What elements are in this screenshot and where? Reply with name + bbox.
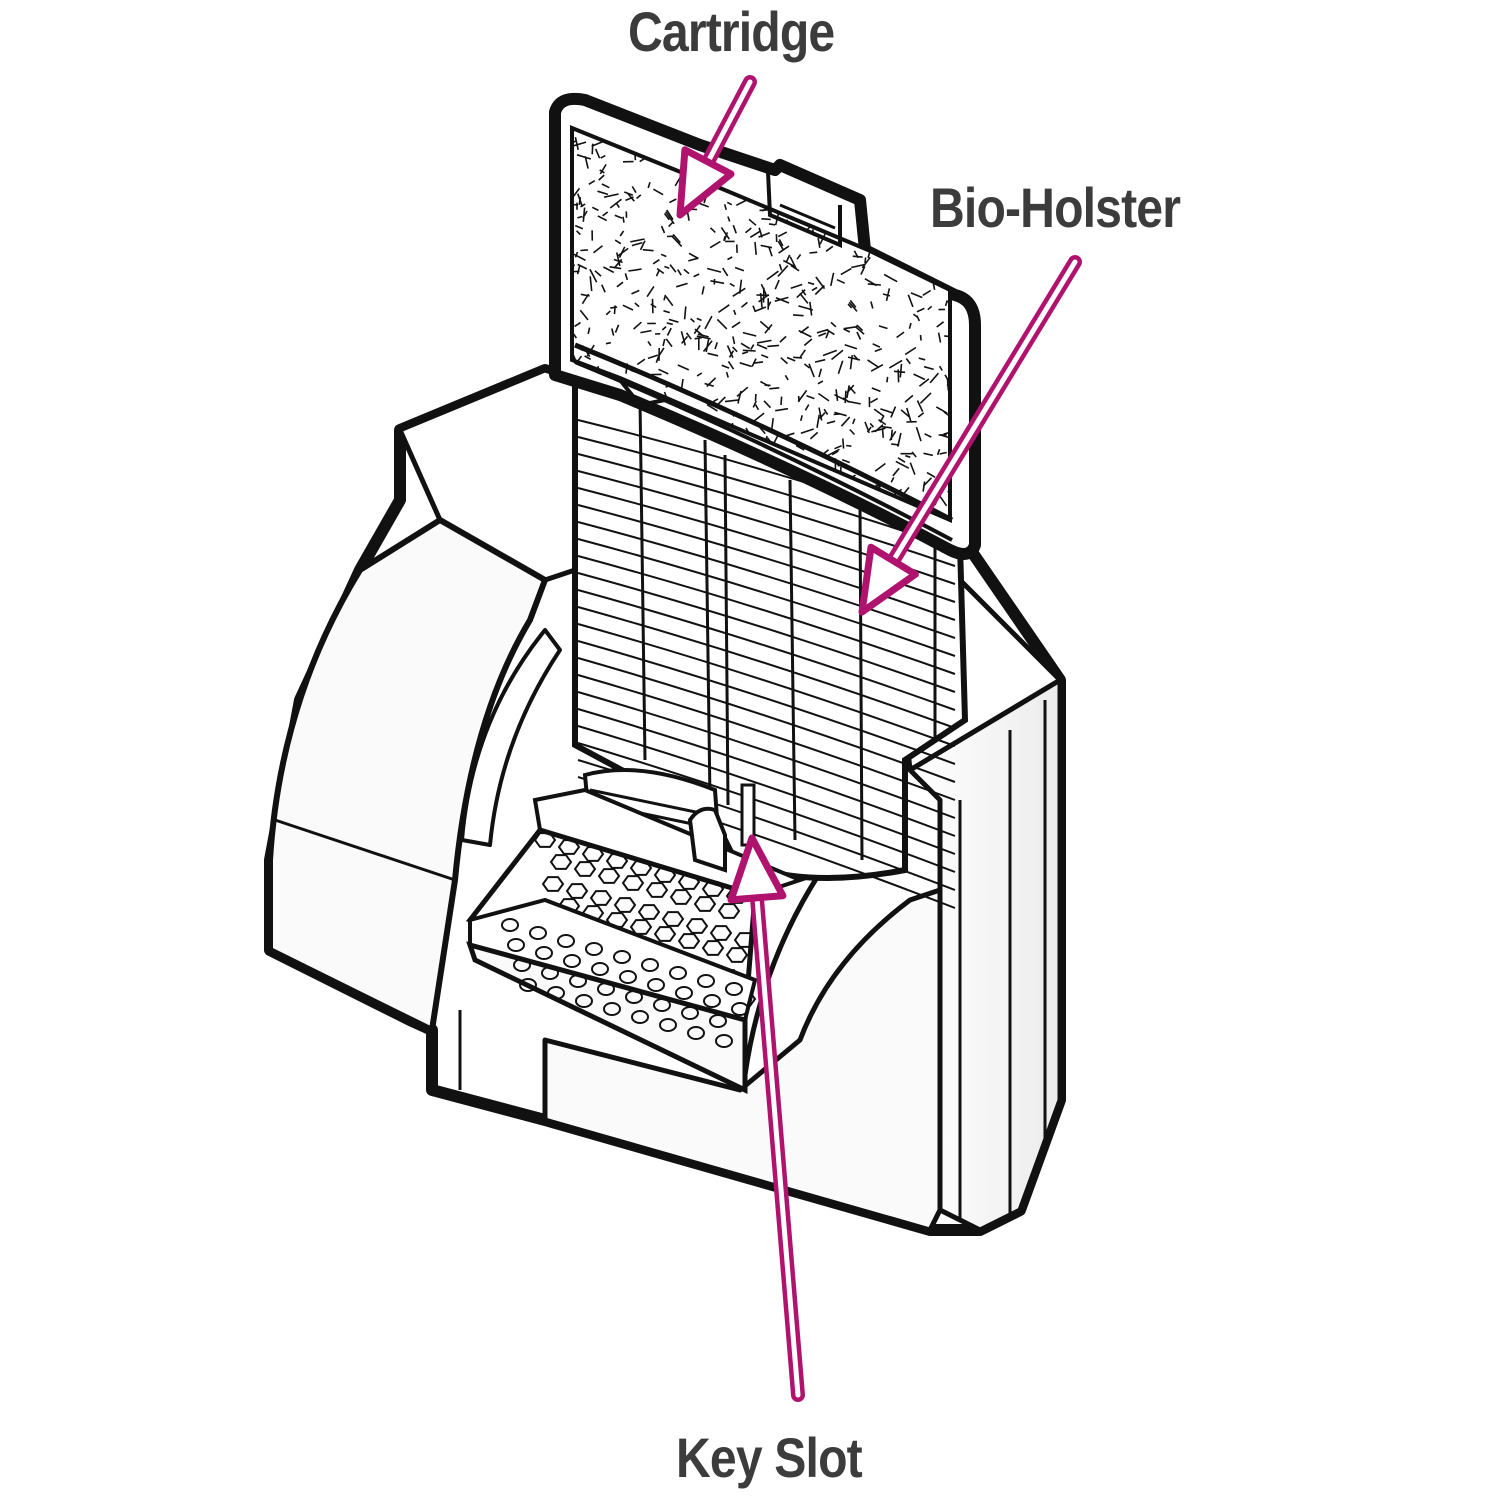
- bio-holster-label: Bio-Holster: [930, 180, 1180, 236]
- cartridge-label: Cartridge: [628, 4, 834, 60]
- key-slot-label: Key Slot: [676, 1430, 862, 1486]
